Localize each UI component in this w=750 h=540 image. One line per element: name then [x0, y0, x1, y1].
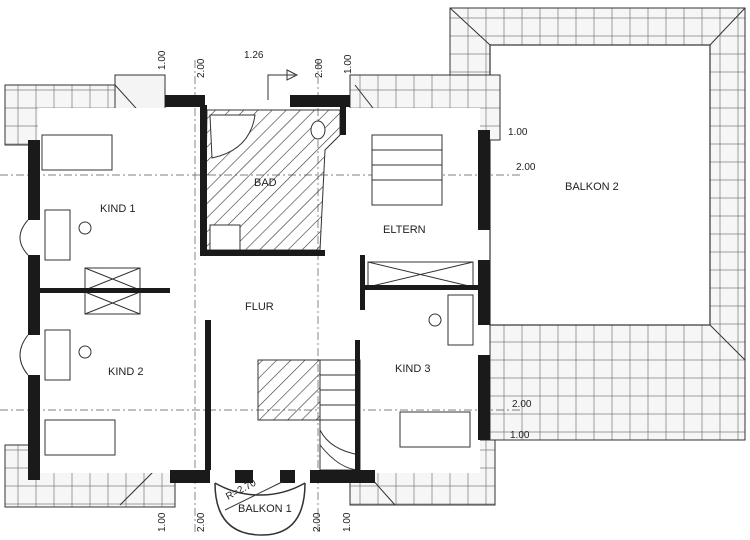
dim-top-5: 1.00: [343, 54, 354, 74]
balkon-1: [214, 482, 306, 496]
room-label-balkon1: BALKON 1: [238, 503, 292, 515]
room-label-bad: BAD: [254, 177, 277, 189]
desk-kind1: [44, 209, 71, 261]
dim-right-4: 1.00: [510, 430, 530, 441]
dim-right-1: 1.00: [508, 127, 528, 138]
dim-right-2: 2.00: [516, 162, 536, 173]
desk-kind2: [44, 329, 71, 381]
walls: [28, 95, 490, 483]
dim-right-3: 2.00: [512, 399, 532, 410]
shower: [209, 224, 241, 251]
bay-window-kind1: [19, 219, 29, 256]
room-label-balkon2: BALKON 2: [565, 181, 619, 193]
dim-top-3: 1.26: [244, 50, 264, 61]
stairs-hatch: [257, 359, 321, 421]
room-label-kind1: KIND 1: [100, 203, 135, 215]
bed-kind1: [41, 134, 113, 171]
room-label-kind3: KIND 3: [395, 363, 430, 375]
dim-top-1: 1.00: [157, 50, 168, 70]
toilet: [310, 120, 326, 140]
balkon-2: [449, 7, 746, 441]
radius-line: [224, 481, 283, 511]
bay-window-kind2: [19, 334, 29, 376]
dim-bottom-2: 2.00: [196, 512, 207, 532]
dim-top-2: 2.00: [196, 58, 207, 78]
room-label-kind2: KIND 2: [108, 366, 143, 378]
bathtub: [209, 114, 256, 159]
dim-bottom-1: 1.00: [157, 512, 168, 532]
desk-kind3: [447, 294, 474, 346]
dim-top-4: 2.00: [314, 58, 325, 78]
stairs: [319, 359, 361, 471]
bed-kind3: [399, 411, 471, 448]
room-label-eltern: ELTERN: [383, 224, 426, 236]
dim-bottom-4: 1.00: [342, 512, 353, 532]
room-label-flur: FLUR: [245, 301, 274, 313]
eltern-bed: [371, 134, 443, 206]
bed-kind2: [44, 419, 116, 456]
section-arrow: [267, 69, 299, 100]
dim-bottom-3: 2.00: [312, 512, 323, 532]
